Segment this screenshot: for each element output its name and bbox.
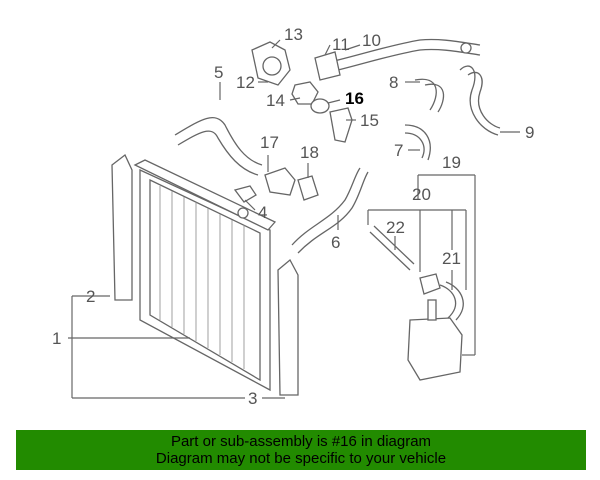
part-label-1: 1 <box>52 329 61 348</box>
part-label-16: 16 <box>345 89 364 108</box>
part-label-12: 12 <box>236 73 255 92</box>
part-label-17: 17 <box>260 133 279 152</box>
part-label-4: 4 <box>258 203 267 222</box>
thermostat-housing <box>251 41 291 86</box>
banner-line-1: Part or sub-assembly is #16 in diagram <box>170 433 432 450</box>
overflow-hose <box>369 225 415 271</box>
part-label-2: 2 <box>86 287 95 306</box>
water-inlet <box>329 107 353 143</box>
part-label-22: 22 <box>386 218 405 237</box>
hose-9 <box>459 65 501 136</box>
reservoir-tank <box>407 273 463 381</box>
part-label-19: 19 <box>442 153 461 172</box>
gasket-16 <box>310 98 330 114</box>
lower-hose <box>291 167 369 254</box>
leader-lines <box>68 39 520 399</box>
hose-8 <box>414 78 445 113</box>
part-label-14: 14 <box>266 91 285 110</box>
drain-cock <box>233 185 257 203</box>
water-pipe <box>314 38 481 81</box>
part-label-15: 15 <box>360 111 379 130</box>
side-bracket-left <box>111 153 133 301</box>
part-label-7: 7 <box>394 141 403 160</box>
part-label-6: 6 <box>331 233 340 252</box>
banner-line-2: Diagram may not be specific to your vehi… <box>155 450 447 467</box>
part-labels: 1 2 3 4 5 6 7 8 9 10 11 12 13 14 15 16 1… <box>52 25 534 408</box>
part-label-3: 3 <box>248 389 257 408</box>
radiator <box>133 159 277 392</box>
reservoir-hose <box>439 281 464 321</box>
part-label-11: 11 <box>332 35 350 54</box>
parts-diagram: 1 2 3 4 5 6 7 8 9 10 11 12 13 14 15 16 1… <box>52 25 534 408</box>
part-label-18: 18 <box>300 143 319 162</box>
part-label-5: 5 <box>214 63 223 82</box>
bypass-pipe <box>264 167 319 201</box>
info-banner: Part or sub-assembly is #16 in diagram D… <box>16 430 586 470</box>
part-label-21: 21 <box>442 249 461 268</box>
part-label-10: 10 <box>362 31 381 50</box>
part-label-20: 20 <box>412 185 431 204</box>
part-label-13: 13 <box>284 25 303 44</box>
part-label-8: 8 <box>389 73 398 92</box>
hose-7 <box>404 124 431 161</box>
part-label-9: 9 <box>525 123 534 142</box>
side-bracket-right <box>277 258 299 396</box>
upper-hose <box>174 116 263 176</box>
